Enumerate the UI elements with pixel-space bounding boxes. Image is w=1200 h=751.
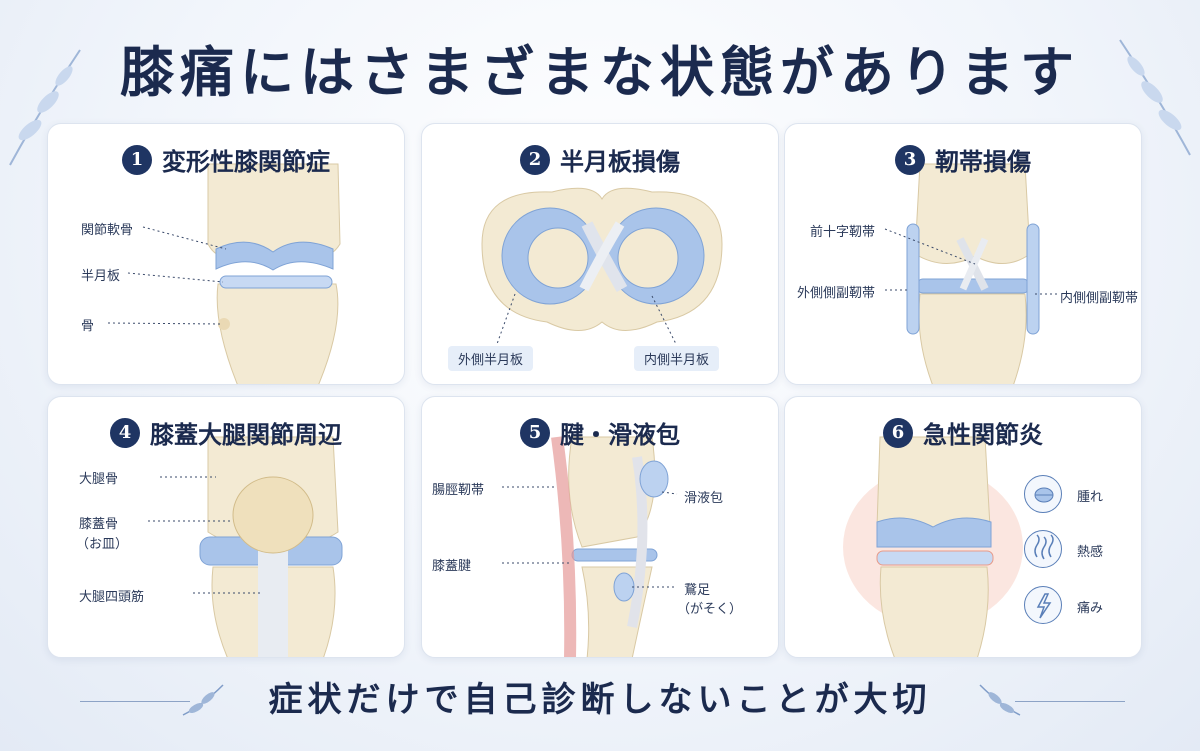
label-articular-cartilage: 関節軟骨: [81, 223, 134, 238]
swelling-icon: [1024, 475, 1062, 513]
label-bone: 骨: [81, 319, 95, 334]
panel-acute-arthritis: 6 急性関節炎 腫れ 熱感 痛み: [784, 396, 1142, 658]
panel-title: 靭帯損傷: [935, 147, 1031, 176]
label-mcl: 内側側副靭帯: [1060, 291, 1139, 306]
label-quadriceps: 大腿四頭筋: [79, 590, 145, 605]
heat-icon: [1024, 530, 1062, 568]
leaf-icon: [182, 684, 224, 716]
panel-title: 半月板損傷: [560, 147, 680, 176]
panel-patellofemoral: 4 膝蓋大腿関節周辺 大腿骨 膝蓋骨 （お皿） 大腿四頭筋: [47, 396, 405, 658]
label-lateral-meniscus: 外側半月板: [448, 346, 534, 371]
label-pain: 痛み: [1077, 601, 1104, 616]
page-title: 膝痛にはさまざまな状態があります: [120, 40, 1080, 104]
panel-title: 急性関節炎: [923, 420, 1043, 449]
panel-header: 4 膝蓋大腿関節周辺: [48, 415, 404, 450]
acute-arthritis-illustration: [843, 436, 1023, 657]
footer-rule-left: [80, 701, 190, 702]
panel-osteoarthritis: 1 変形性膝関節症 関節軟骨 半月板 骨: [47, 123, 405, 385]
panel-title: 膝蓋大腿関節周辺: [150, 420, 342, 449]
panel-header: 5 腱・滑液包: [422, 415, 778, 450]
panel-header: 2 半月板損傷: [422, 142, 778, 177]
label-heat: 熱感: [1077, 545, 1104, 560]
panel-header: 1 変形性膝関節症: [48, 142, 404, 177]
label-pes-anserinus-reading: （がそく）: [677, 602, 743, 617]
label-acl: 前十字靭帯: [810, 225, 876, 240]
leaf-icon: [979, 684, 1021, 716]
label-patella-note: （お皿）: [76, 537, 129, 552]
label-lcl: 外側側副靭帯: [797, 286, 876, 301]
patellofemoral-illustration: [148, 436, 343, 657]
label-meniscus: 半月板: [81, 269, 121, 284]
panel-tendon-bursa: 5 腱・滑液包 腸脛靭帯 膝蓋腱 滑液包 鵞足 （がそく）: [421, 396, 779, 658]
tendon-bursa-illustration: [502, 436, 678, 657]
meniscus-illustration: [481, 187, 723, 345]
ligament-illustration: [884, 163, 1057, 384]
panel-ligament-injury: 3 靭帯損傷 前十字靭帯 外側側副靭帯 内側側副靭帯: [784, 123, 1142, 385]
label-itb: 腸脛靭帯: [432, 483, 485, 498]
label-femur: 大腿骨: [79, 472, 119, 487]
label-patellar-tendon: 膝蓋腱: [432, 559, 472, 574]
panel-number: 4: [110, 417, 140, 448]
panel-title: 変形性膝関節症: [162, 147, 330, 176]
label-bursa: 滑液包: [684, 491, 724, 506]
leaf-icon: [1119, 39, 1191, 156]
panel-number: 5: [520, 417, 550, 448]
panel-number: 1: [122, 144, 152, 175]
panel-meniscus-injury: 2 半月板損傷 外側半月板 内側半月板: [421, 123, 779, 385]
knee-osteoarthritis-illustration: [107, 163, 341, 384]
panel-header: 6 急性関節炎: [785, 415, 1141, 450]
label-medial-meniscus: 内側半月板: [634, 346, 720, 371]
label-patella: 膝蓋骨: [79, 517, 119, 532]
panel-number: 2: [520, 144, 550, 175]
panel-header: 3 靭帯損傷: [785, 142, 1141, 177]
pain-icon: [1024, 586, 1062, 624]
panel-title: 腱・滑液包: [560, 420, 680, 449]
panel-number: 3: [895, 144, 925, 175]
leaf-icon: [9, 49, 81, 166]
label-pes-anserinus: 鵞足: [684, 583, 711, 598]
label-swelling: 腫れ: [1077, 490, 1104, 505]
panel-number: 6: [883, 417, 913, 448]
footer-rule-right: [1015, 701, 1125, 702]
footer-message: 症状だけで自己診断しないことが大切: [268, 680, 932, 720]
